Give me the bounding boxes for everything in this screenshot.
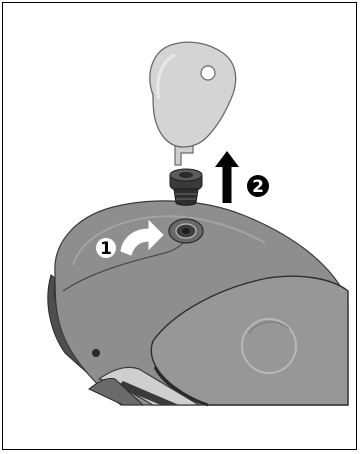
device-lid-panel	[150, 275, 349, 406]
device-bottom-edge	[88, 378, 145, 406]
step-2-number: 2	[252, 177, 264, 197]
up-arrow-icon	[215, 151, 239, 203]
key-removal-illustration: 2 1	[47, 41, 349, 407]
device-side-hole	[92, 349, 100, 357]
device-emblem-ring	[241, 318, 297, 374]
step-2-badge: 2	[247, 175, 269, 197]
screw-hole	[168, 218, 204, 244]
device-lid-edge-shadow	[153, 366, 209, 407]
step-1-number: 1	[100, 239, 112, 259]
device-bottom-clip-slot	[117, 381, 179, 405]
screw-plug-icon	[169, 168, 203, 206]
device-top-highlight	[72, 215, 266, 266]
key-tool-icon	[149, 41, 237, 166]
device-emblem-arc	[248, 321, 290, 334]
step-1-badge: 1	[96, 238, 116, 259]
figure-frame: 2 1	[2, 2, 357, 450]
curved-rotate-arrow-icon	[120, 219, 164, 256]
